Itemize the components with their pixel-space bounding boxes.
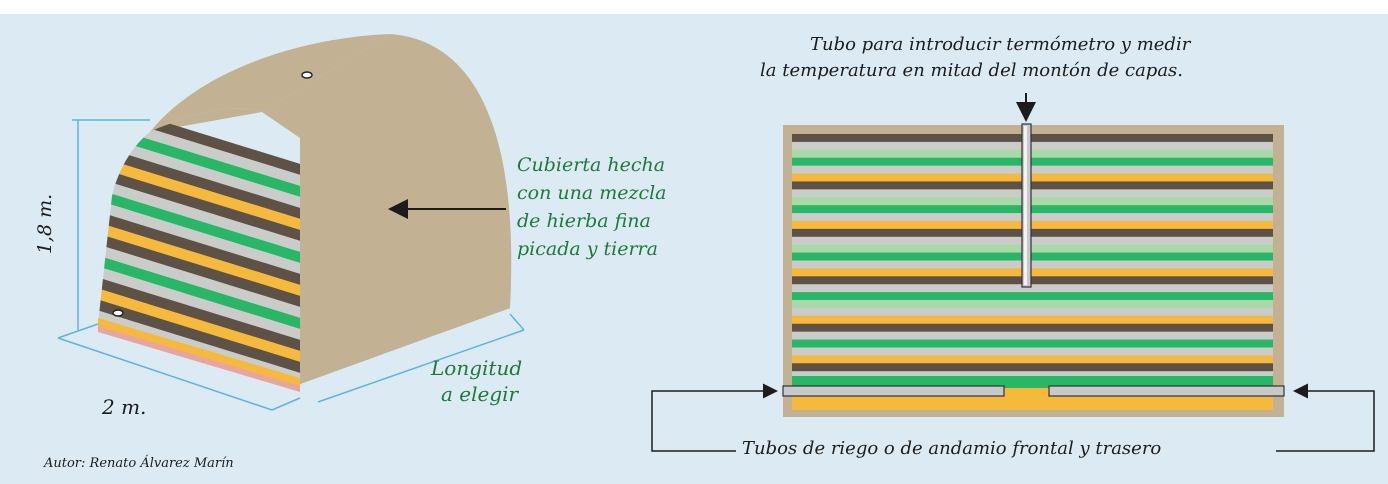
section-layer-gray [792, 331, 1273, 341]
cover-label-line2: con una mezcla [517, 182, 667, 204]
section-layer-gray [792, 236, 1273, 246]
front-layer-dark [98, 206, 300, 291]
section-layer-orange [792, 315, 1273, 325]
front-layer-green [98, 250, 300, 335]
section-bottom-green [792, 376, 1273, 388]
dimension-lines [57, 119, 525, 411]
front-layer-orange [98, 283, 300, 368]
front-layer-gray [98, 173, 300, 258]
section-layer-gray [792, 307, 1273, 317]
width-tick-left [57, 323, 99, 339]
section-layer-green [792, 339, 1273, 348]
front-layer-orange [98, 217, 300, 302]
right-pipe [1048, 385, 1285, 397]
top-strip [0, 0, 1388, 14]
section-layer-green [792, 157, 1273, 167]
front-layer-dark [98, 272, 300, 357]
cross-section [782, 123, 1285, 417]
section-layer-orange [792, 220, 1273, 230]
section-layer-dark [792, 134, 1273, 143]
front-hole [112, 309, 124, 317]
section-layer-green [792, 205, 1273, 214]
width-tick-right [271, 397, 301, 411]
thermometer-label-line1: Tubo para introducir termómetro y medir [810, 34, 1191, 55]
width-label: 2 m. [102, 395, 147, 419]
length-tick [509, 313, 525, 331]
front-layer-green [98, 184, 300, 269]
section-layer-gray [792, 189, 1273, 198]
front-layer-gray [98, 239, 300, 324]
left-pipe [782, 385, 1005, 397]
thermometer-label-line2: la temperatura en mitad del montón de ca… [760, 60, 1184, 81]
pipes-label: Tubos de riego o de andamio frontal y tr… [742, 438, 1162, 459]
section-layer-green [792, 252, 1273, 261]
left-pipe-pointer [651, 383, 778, 452]
section-layer-gray [792, 165, 1273, 175]
section-layer-dark [792, 363, 1273, 372]
section-layer-dark [792, 323, 1273, 333]
section-layer-green [792, 292, 1273, 301]
front-base-orange [98, 318, 300, 386]
section-layer-gray [792, 284, 1273, 293]
length-label-line2: a elegir [441, 382, 519, 406]
front-layer-orange [98, 151, 300, 236]
width-line [57, 337, 273, 411]
front-layer-dark [98, 228, 300, 313]
section-layer-gray [792, 347, 1273, 356]
front-layer-gray [98, 129, 300, 214]
section-layer-lightgreen [792, 197, 1273, 206]
cover-label-line3: de hierba fina [517, 210, 651, 232]
section-layer-gray [792, 260, 1273, 269]
mound-body [150, 34, 512, 384]
top-hole [301, 71, 313, 79]
section-layer-dark [792, 276, 1273, 285]
section-layer-dark [792, 181, 1273, 190]
front-layer-dark [98, 294, 300, 379]
section-layer-orange [792, 268, 1273, 277]
section-layer-orange [792, 173, 1273, 182]
cover-label-line1: Cubierta hecha [517, 154, 666, 176]
front-layer-dark [98, 140, 300, 225]
section-layer-dark [792, 228, 1273, 238]
section-layer-lightgreen [792, 300, 1273, 309]
section-layer-lightgreen [792, 149, 1273, 159]
height-label: 1,8 m. [34, 193, 56, 255]
cover-label-line4: picada y tierra [517, 238, 658, 260]
length-line [317, 329, 525, 403]
section-layers [792, 134, 1273, 387]
front-layer-gray [98, 195, 300, 280]
front-layer-gray [98, 261, 300, 346]
section-layer-gray [792, 141, 1273, 151]
section-layer-gray [792, 213, 1273, 222]
section-layer-gray [792, 371, 1273, 380]
mound-top [150, 34, 390, 132]
thermometer-tube-shine [1024, 126, 1027, 285]
right-pipe-pointer [1276, 383, 1375, 452]
author-label: Autor: Renato Álvarez Marín [44, 456, 234, 471]
length-label-line1: Longitud [431, 356, 523, 380]
front-layer-dark [98, 162, 300, 247]
section-layer-lightgreen [792, 244, 1273, 254]
section-layer-orange [792, 355, 1273, 364]
